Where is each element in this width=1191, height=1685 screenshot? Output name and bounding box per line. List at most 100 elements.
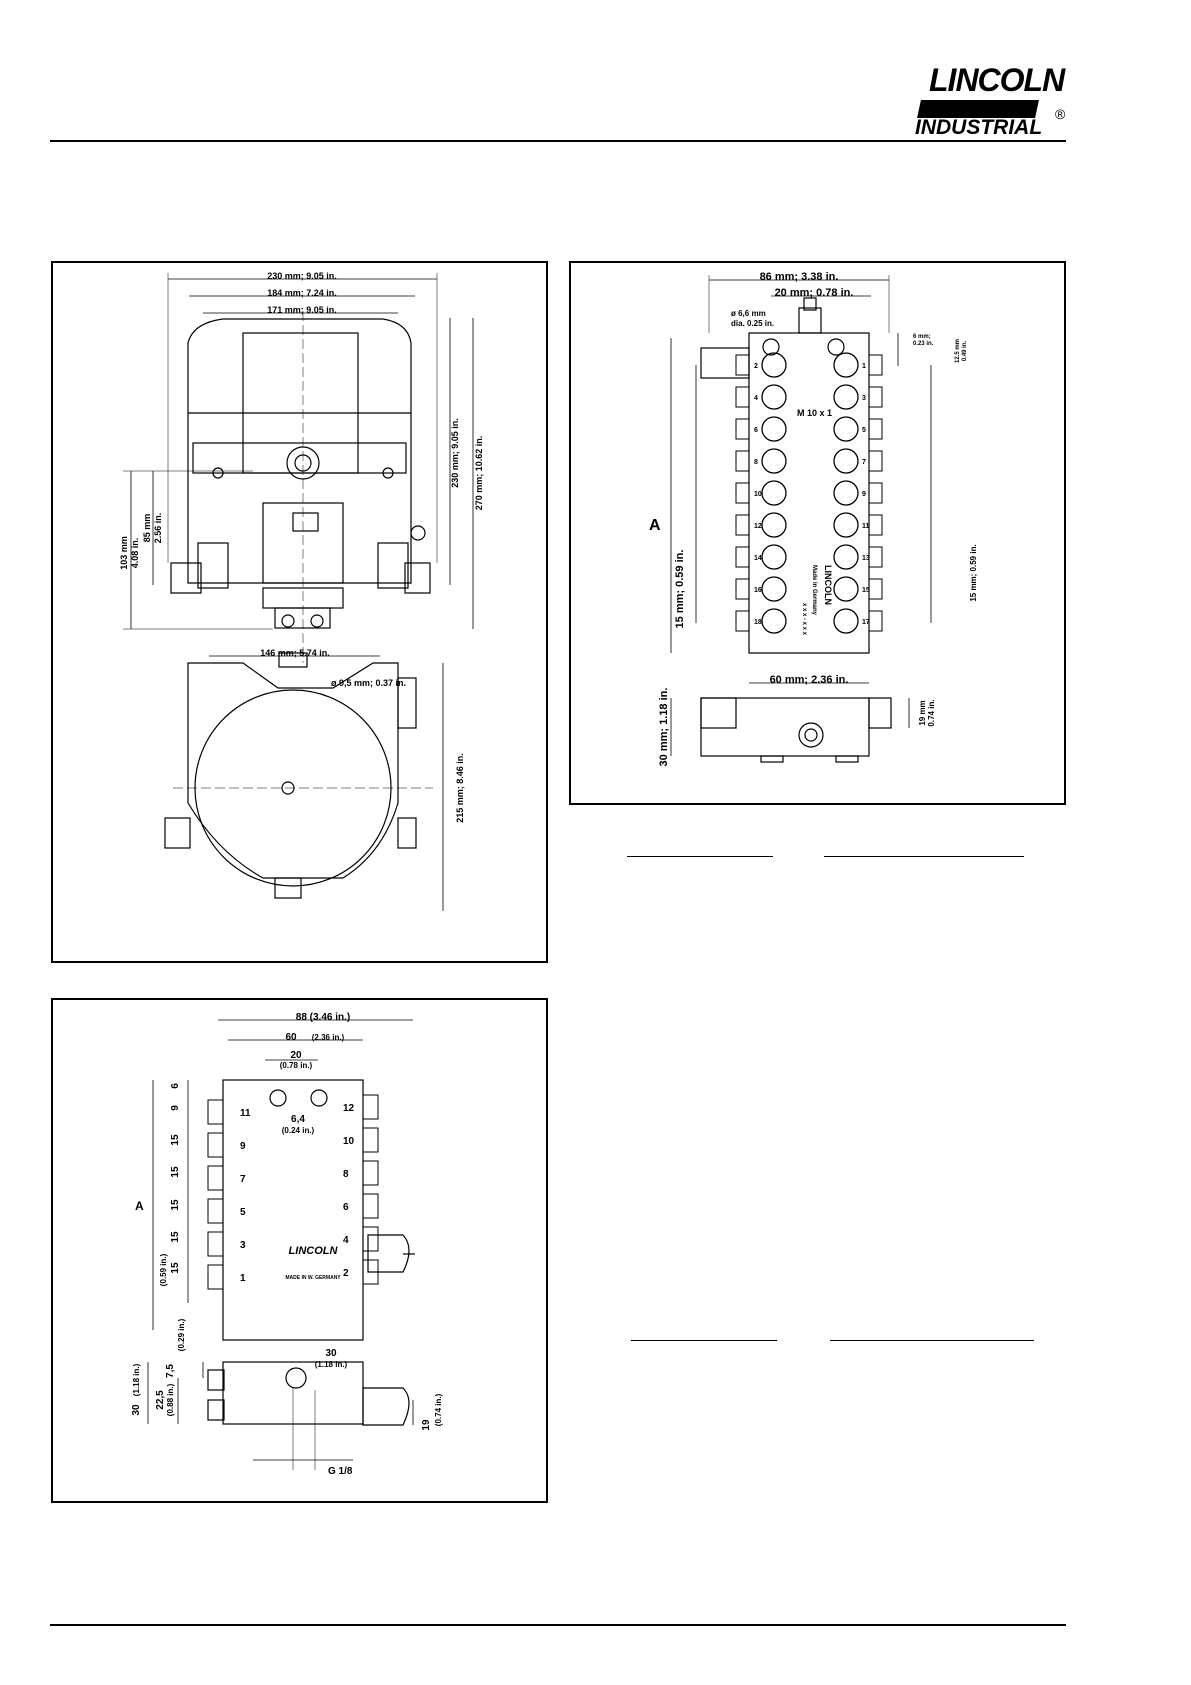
footer-rule	[50, 1624, 1066, 1626]
dim-pump-85: 85 mm	[142, 514, 152, 543]
dist-a-outlet-left-label: 8	[754, 459, 758, 466]
dist-a-fitting-left	[735, 578, 750, 600]
dist-a-outlet-right	[833, 448, 859, 474]
dim-dist-b-30-h: 30	[131, 1404, 142, 1416]
dist-a-outlet-left	[761, 576, 787, 602]
dist-b-fitting-right	[362, 1160, 379, 1186]
dist-a-outlet-left	[761, 480, 787, 506]
dist-b-fitting-right	[362, 1094, 379, 1120]
dist-b-outlet-left-label: 1	[240, 1273, 246, 1284]
dim-dist-a-125-in: 0.49 in.	[962, 340, 968, 361]
dist-b-outlet-left-label: 5	[240, 1207, 246, 1218]
dist-a-body-mark-3: x x x - x x x	[801, 603, 807, 636]
dist-a-fitting-right	[868, 450, 883, 472]
dist-a-outlet-left-label: 2	[754, 363, 758, 370]
dim-pump-171: 171 mm; 9.05 in.	[267, 305, 337, 315]
dim-dist-b-15-e: 15	[170, 1262, 181, 1274]
dim-dist-a-pitch-left: 15 mm; 0.59 in.	[674, 550, 686, 629]
dist-a-fitting-left	[735, 610, 750, 632]
underline-3	[631, 1340, 777, 1341]
dist-b-outlet-right-label: 12	[343, 1103, 355, 1114]
dist-a-outlet-right-label: 17	[862, 619, 870, 626]
underline-2	[824, 856, 1024, 857]
dist-a-outlet-left-label: 10	[754, 491, 762, 498]
dist-b-fitting-left	[207, 1198, 224, 1224]
dim-dist-b-19-in: (0.74 in.)	[434, 1393, 443, 1426]
underline-1	[627, 856, 773, 857]
dist-a-outlet-right-label: 7	[862, 459, 866, 466]
dim-pump-width: 230 mm; 9.05 in.	[267, 271, 337, 281]
dim-dist-b-30-w-in: (1.18 in.)	[315, 1360, 348, 1369]
dim-dist-a-30: 30 mm; 1.18 in.	[658, 688, 670, 767]
dim-reservoir-dia: ø 9,5 mm; 0.37 in.	[331, 678, 406, 688]
dist-a-outlet-right-label: 9	[862, 491, 866, 498]
dist-b-outlet-right-label: 4	[343, 1235, 349, 1246]
dim-pump-height-270: 270 mm; 10.62 in.	[474, 436, 484, 511]
dist-b-fitting-left	[207, 1165, 224, 1191]
dist-a-outlet-left	[761, 384, 787, 410]
dist-b-fitting-right	[362, 1226, 379, 1252]
dist-a-outlet-right	[833, 544, 859, 570]
dist-a-fitting-left	[735, 354, 750, 376]
logo-text-bottom: INDUSTRIAL	[915, 116, 1043, 139]
dist-a-outlet-left	[761, 416, 787, 442]
dim-dist-a-hole-in: dia. 0.25 in.	[731, 319, 774, 328]
dist-a-body-mark-2: Made in Germany	[811, 565, 817, 616]
dist-b-body-mark-2: MADE IN W. GERMANY	[285, 1275, 341, 1281]
dim-dist-b-15-a: 15	[170, 1134, 181, 1146]
dist-a-outlet-right-label: 11	[862, 523, 870, 530]
dist-a-body-mark: LINCOLN	[823, 565, 833, 605]
dist-a-fitting-left	[735, 482, 750, 504]
dist-a-outlet-right	[833, 576, 859, 602]
dim-dist-b-15-b: 15	[170, 1166, 181, 1178]
dim-dist-a-86: 86 mm; 3.38 in.	[760, 271, 839, 283]
dim-dist-b-15-d: 15	[170, 1231, 181, 1243]
dist-a-outlet-left	[761, 352, 787, 378]
dist-a-fitting-right	[868, 482, 883, 504]
dim-dist-b-60: 60	[285, 1032, 297, 1043]
dim-reservoir-215: 215 mm; 8.46 in.	[455, 753, 465, 823]
dist-a-fitting-left	[735, 546, 750, 568]
logo-text-top: LINCOLN	[929, 62, 1065, 98]
dim-pump-103-in: 4.08 in.	[130, 538, 140, 569]
pump-drawing-panel: 230 mm; 9.05 in. 184 mm; 7.24 in. 171 mm…	[51, 261, 548, 963]
dim-dist-a-pitch-right: 15 mm; 0.59 in.	[969, 544, 978, 601]
dim-dist-b-75-in: (0.29 in.)	[177, 1318, 186, 1351]
dist-b-outlet-right-label: 10	[343, 1136, 355, 1147]
dist-b-fitting-left	[207, 1099, 224, 1125]
dim-dist-a-125: 12.5 mm	[955, 339, 961, 363]
dim-dist-b-15-c: 15	[170, 1199, 181, 1211]
dist-a-outlet-left-label: 14	[754, 555, 762, 562]
dist-a-fitting-right	[868, 610, 883, 632]
dist-b-outlet-left-label: 3	[240, 1240, 246, 1251]
dist-a-outlet-right	[833, 512, 859, 538]
dim-dist-b-6: 6	[170, 1083, 181, 1089]
dist-a-outlet-right-label: 1	[862, 363, 866, 370]
dim-dist-b-30-w: 30	[325, 1348, 337, 1359]
dim-dist-b-60-in: (2.36 in.)	[312, 1033, 345, 1042]
dim-dist-a-label-a: A	[649, 517, 661, 534]
thread-g18: G 1/8	[328, 1466, 353, 1477]
thread-m10: M 10 x 1	[797, 408, 832, 418]
dist-b-fitting-right	[362, 1127, 379, 1153]
dist-a-outlet-right-label: 5	[862, 427, 866, 434]
underline-4	[830, 1340, 1034, 1341]
dist-a-outlet-right-label: 13	[862, 555, 870, 562]
dist-b-outlet-left-label: 9	[240, 1141, 246, 1152]
pump-drawing: 230 mm; 9.05 in. 184 mm; 7.24 in. 171 mm…	[119, 271, 484, 911]
dim-dist-a-hole: ø 6,6 mm	[731, 309, 766, 318]
dim-dist-b-64: 6,4	[291, 1114, 305, 1125]
dim-dist-b-88: 88 (3.46 in.)	[296, 1012, 350, 1023]
dist-a-outlet-left	[761, 512, 787, 538]
dist-a-fitting-right	[868, 354, 883, 376]
dist-a-outlet-left-label: 6	[754, 427, 758, 434]
dist-a-outlet-left-label: 18	[754, 619, 762, 626]
dim-dist-b-label-a: A	[135, 1199, 144, 1213]
dim-pump-height-230: 230 mm; 9.05 in.	[450, 418, 460, 488]
dist-a-fitting-right	[868, 514, 883, 536]
dim-dist-a-19: 19 mm	[918, 700, 927, 725]
dist-a-outlet-right-label: 3	[862, 395, 866, 402]
dim-dist-a-19-in: 0.74 in.	[927, 699, 936, 726]
